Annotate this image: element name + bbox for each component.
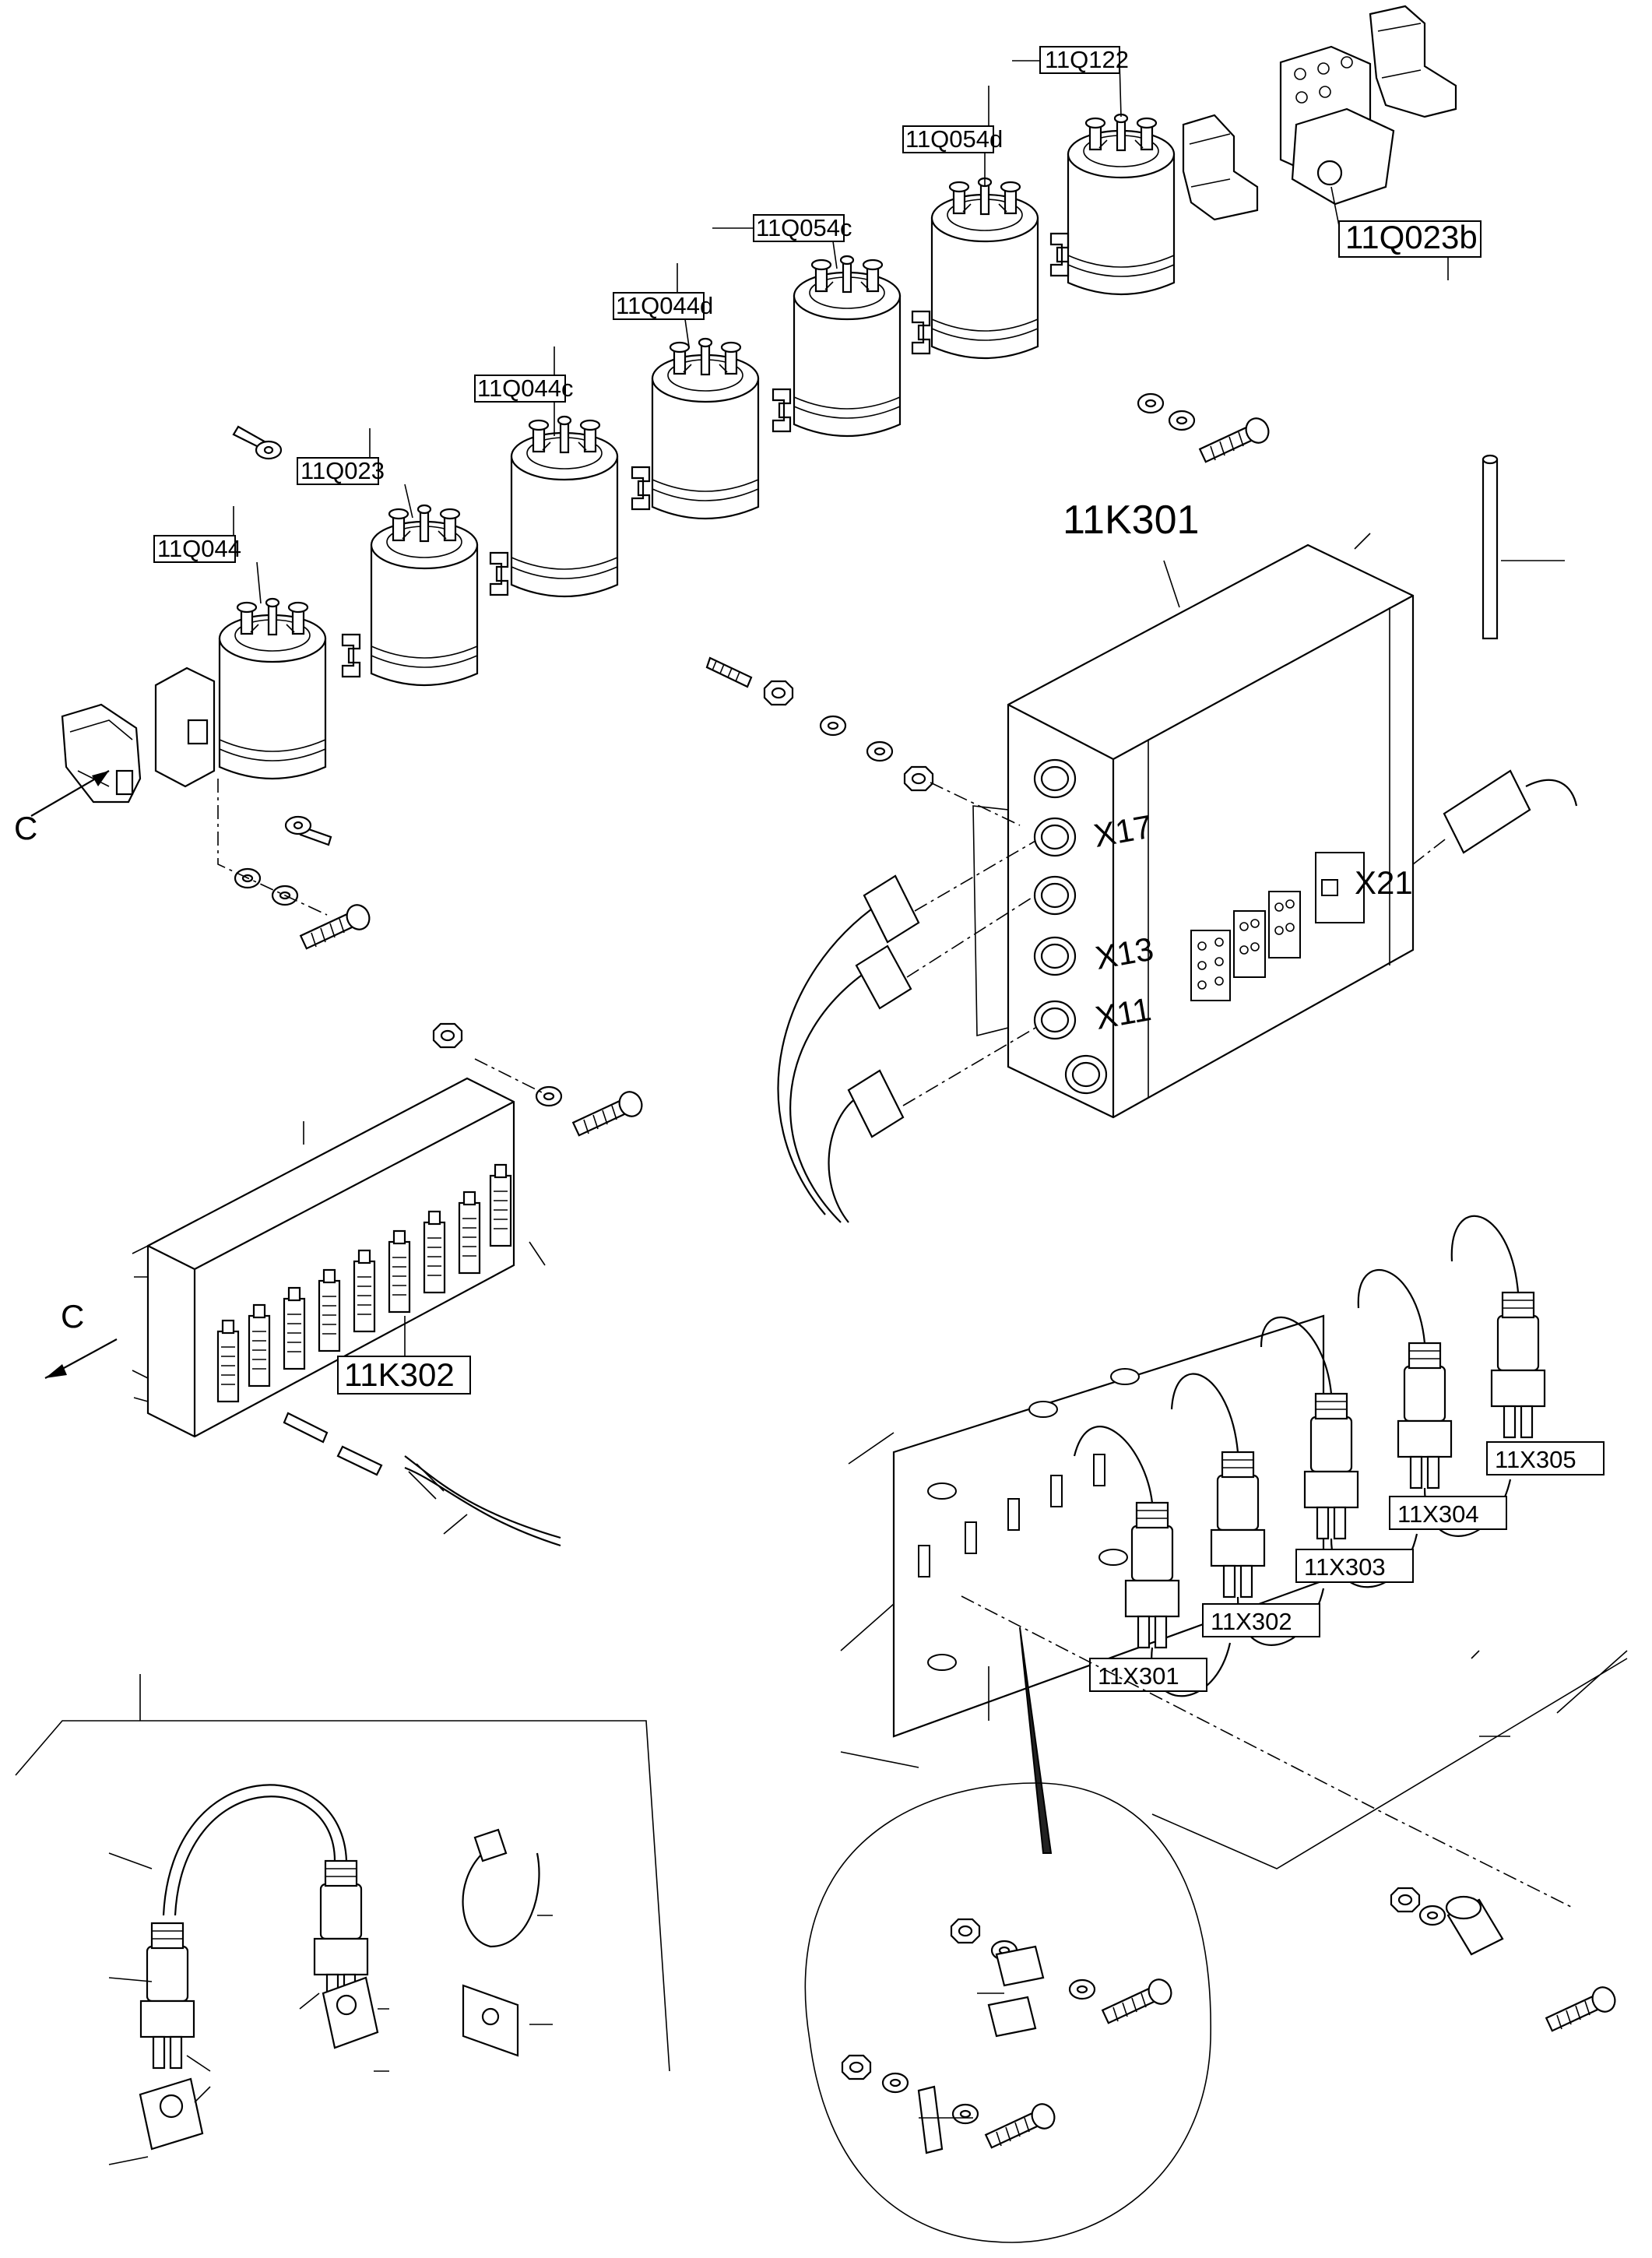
connector-assembly: 11X301 11X302 11X303 11X304 11X305 <box>840 1215 1628 2032</box>
label-plate <box>462 1984 519 2057</box>
label-11x304: 11X304 <box>1397 1500 1479 1528</box>
solenoid-11q044 <box>218 597 327 780</box>
relay-11q023b <box>1279 45 1395 206</box>
solenoid-labels: 11Q122 11Q054d 11Q054c 11Q044d 11Q044c 1… <box>153 46 1482 604</box>
label-11x302: 11X302 <box>1211 1608 1292 1635</box>
fuse-spare-parts <box>283 1412 561 1547</box>
cable-connector-left <box>139 1922 195 2070</box>
connector-11x304 <box>1397 1342 1453 1490</box>
label-11q044c: 11Q044c <box>477 375 574 402</box>
label-11q023b: 11Q023b <box>1345 219 1478 255</box>
cable-detail-panel <box>15 1674 670 2165</box>
relay-socket-mid <box>1182 114 1259 221</box>
connector-11x305 <box>1490 1291 1546 1439</box>
label-11q054c: 11Q054c <box>756 214 852 241</box>
terminal-block-left <box>61 703 142 804</box>
relay-socket-topright <box>1369 5 1457 118</box>
label-11x301: 11X301 <box>1098 1662 1179 1690</box>
view-c-label-mid: C <box>61 1298 84 1335</box>
solenoid-11q122 <box>1067 113 1176 296</box>
threaded-stud <box>705 656 753 688</box>
label-11k302: 11K302 <box>344 1356 455 1393</box>
solenoid-11q054d <box>930 177 1039 360</box>
ring-terminal-bottom <box>284 815 332 846</box>
cable-x21 <box>1412 769 1578 865</box>
solenoid-11q054c <box>793 255 902 438</box>
solenoid-11q023 <box>370 504 479 687</box>
fuse-box-11k302: 11K302 C <box>44 1022 647 1547</box>
solenoid-row: C <box>14 5 1457 950</box>
solenoid-11q044d <box>651 337 760 520</box>
view-c-label-top: C <box>14 810 37 846</box>
cable-tie <box>462 1828 540 1948</box>
label-11q023: 11Q023 <box>301 457 385 484</box>
ring-terminal-top <box>232 425 283 460</box>
label-11x303: 11X303 <box>1304 1553 1386 1581</box>
connector-cap-right <box>322 1976 379 2049</box>
label-11x305: 11X305 <box>1495 1446 1576 1473</box>
rod-top-right <box>1482 454 1565 640</box>
label-11q054d: 11Q054d <box>905 125 1003 153</box>
label-x21: X21 <box>1355 864 1413 901</box>
connector-cap-left <box>139 2077 204 2151</box>
control-box-11k301: 11K301 <box>705 454 1578 1223</box>
spacer-sleeve <box>1445 1895 1504 1956</box>
detail-circle <box>804 1782 1211 2243</box>
label-11q044d: 11Q044d <box>616 292 713 319</box>
solenoid-11q044c <box>510 415 619 598</box>
label-11q044: 11Q044 <box>157 535 241 562</box>
label-11q122: 11Q122 <box>1045 46 1129 73</box>
cable-harness-left <box>777 840 1036 1223</box>
label-11k301: 11K301 <box>1063 498 1199 543</box>
